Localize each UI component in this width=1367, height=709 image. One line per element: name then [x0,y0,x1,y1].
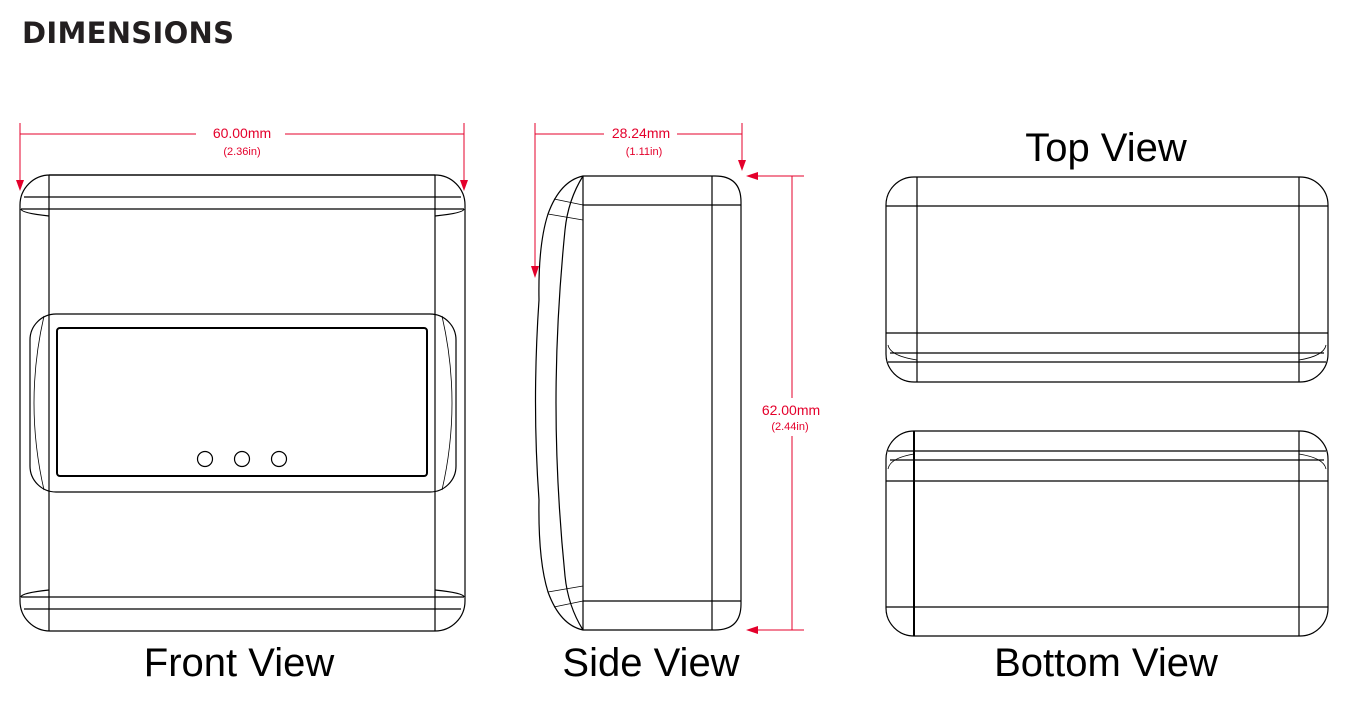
height-inch-label: (2.44in) [771,421,808,433]
bottom-view-drawing [885,430,1329,637]
width-mm-label: 60.00mm [213,125,271,141]
side-view-label: Side View [562,641,739,685]
side-view-drawing [534,175,742,631]
depth-dimension: 28.24mm (1.11in) [531,123,746,278]
width-dimension: 60.00mm (2.36in) [16,123,468,191]
top-view-label: Top View [1025,126,1187,170]
bottom-view-label: Bottom View [994,641,1218,685]
top-view-drawing [885,176,1329,383]
depth-mm-label: 28.24mm [612,125,670,141]
front-view-drawing [19,174,466,632]
page-title: DIMENSIONS [22,16,235,50]
height-mm-label: 62.00mm [762,402,820,418]
width-inch-label: (2.36in) [223,146,260,158]
height-dimension: 62.00mm (2.44in) [746,172,820,634]
depth-inch-label: (1.11in) [626,146,662,158]
front-view-label: Front View [144,641,335,685]
